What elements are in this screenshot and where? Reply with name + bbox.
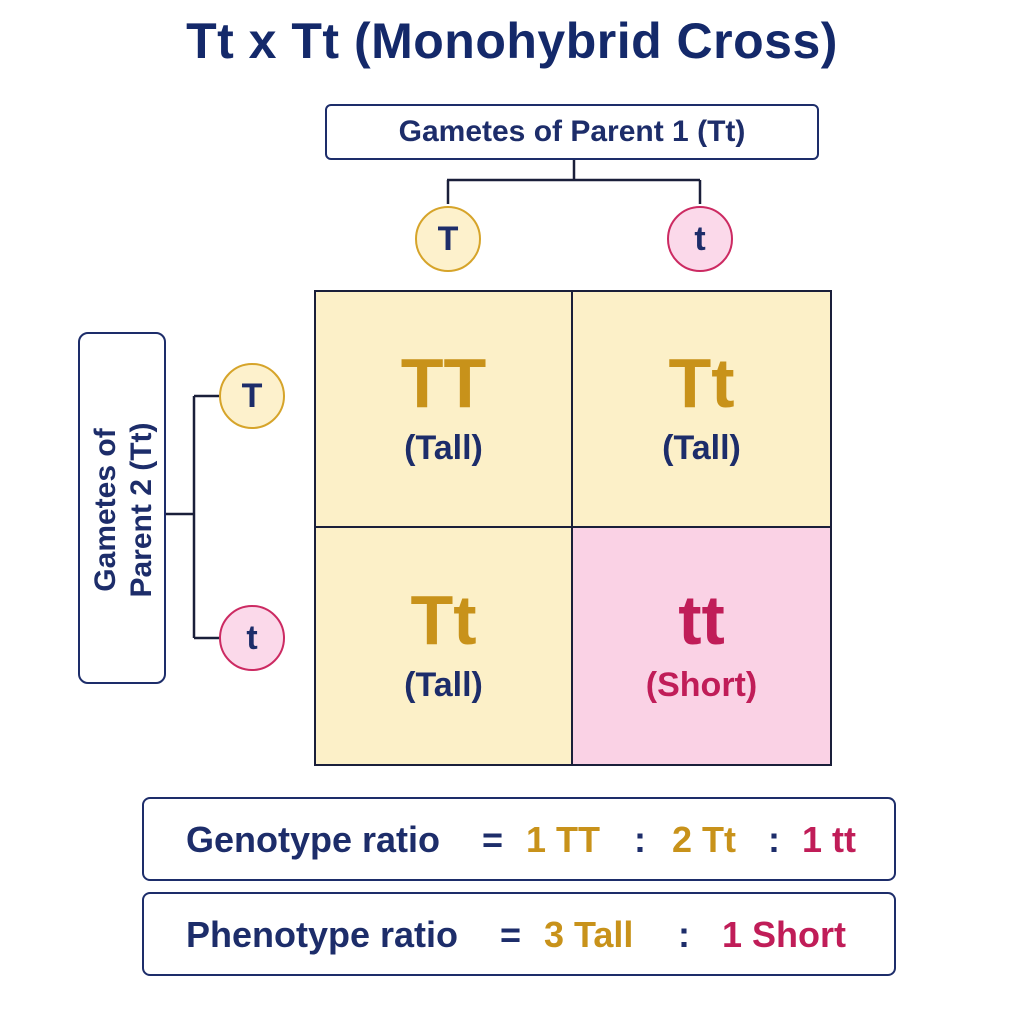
- cell-phenotype: (Tall): [404, 665, 483, 704]
- cell-phenotype: (Tall): [662, 428, 741, 467]
- phenotype-ratio-label: Phenotype ratio: [186, 914, 459, 955]
- genotype-ratio-Tt: 2 Tt: [672, 819, 737, 860]
- cell-genotype: tt: [678, 580, 725, 659]
- parent1-allele-T: T: [415, 206, 481, 272]
- page-title: Tt x Tt (Monohybrid Cross): [186, 13, 838, 69]
- parent2-allele-t: t: [219, 605, 285, 671]
- genotype-ratio-sep2: :: [768, 819, 780, 860]
- genotype-ratio-label: Genotype ratio: [186, 819, 441, 860]
- genotype-ratio-sep1: :: [634, 819, 646, 860]
- phenotype-ratio-short: 1 Short: [722, 914, 847, 955]
- phenotype-ratio-sep: :: [678, 914, 690, 955]
- punnett-cell-TT: TT (Tall): [316, 292, 573, 528]
- phenotype-ratio-box: Phenotype ratio = 3 Tall : 1 Short: [142, 892, 896, 976]
- phenotype-ratio-tall: 3 Tall: [544, 914, 634, 955]
- cell-phenotype: (Tall): [404, 428, 483, 467]
- genotype-ratio-equals: =: [482, 819, 504, 860]
- cell-genotype: Tt: [668, 343, 735, 422]
- cell-genotype: Tt: [410, 580, 477, 659]
- punnett-cell-Tt-top: Tt (Tall): [573, 292, 830, 528]
- parent2-label-line2: Parent 2 (Tt): [125, 422, 158, 598]
- parent2-label-line1: Gametes of: [89, 428, 122, 592]
- cell-genotype: TT: [400, 343, 487, 422]
- genotype-ratio-TT: 1 TT: [526, 819, 601, 860]
- parent2-gametes-label: Gametes of Parent 2 (Tt): [78, 332, 166, 684]
- cell-phenotype: (Short): [645, 665, 758, 704]
- punnett-cell-Tt-bottom: Tt (Tall): [316, 528, 573, 764]
- parent1-allele-t: t: [667, 206, 733, 272]
- phenotype-ratio-equals: =: [500, 914, 522, 955]
- punnett-cell-tt: tt (Short): [573, 528, 830, 764]
- parent1-gametes-label: Gametes of Parent 1 (Tt): [325, 104, 819, 160]
- genotype-ratio-box: Genotype ratio = 1 TT : 2 Tt : 1 tt: [142, 797, 896, 881]
- parent2-allele-T: T: [219, 363, 285, 429]
- genotype-ratio-tt: 1 tt: [802, 819, 856, 860]
- punnett-square: TT (Tall) Tt (Tall) Tt (Tall) tt (Short): [314, 290, 832, 766]
